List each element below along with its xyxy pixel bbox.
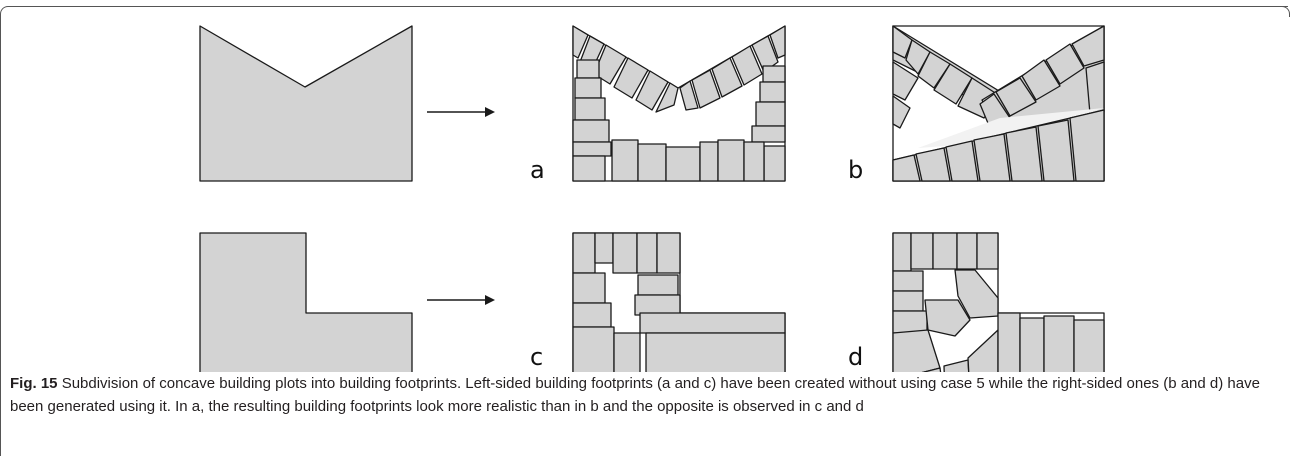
frame-corner <box>1279 6 1290 17</box>
arrow-right-icon <box>427 295 495 305</box>
panel-a-footprints <box>572 25 786 182</box>
panel-label-c: c <box>530 343 543 371</box>
panel-d-footprints <box>892 232 1105 372</box>
arrow-right-icon <box>427 107 495 117</box>
panel-label-b: b <box>848 156 863 184</box>
input-plot-l-shape <box>199 232 413 372</box>
panel-b-footprints <box>892 25 1105 182</box>
frame-border <box>0 6 1288 456</box>
panel-label-a: a <box>530 156 545 184</box>
input-plot-v-shape <box>199 25 413 182</box>
panel-label-d: d <box>848 343 863 371</box>
panel-c-footprints <box>572 232 786 372</box>
figure-number: Fig. 15 <box>10 375 58 392</box>
caption-text: Subdivision of concave building plots in… <box>10 375 1260 415</box>
figure-caption: Fig. 15 Subdivision of concave building … <box>10 372 1280 418</box>
figure-illustration: a b c d <box>199 25 1105 372</box>
